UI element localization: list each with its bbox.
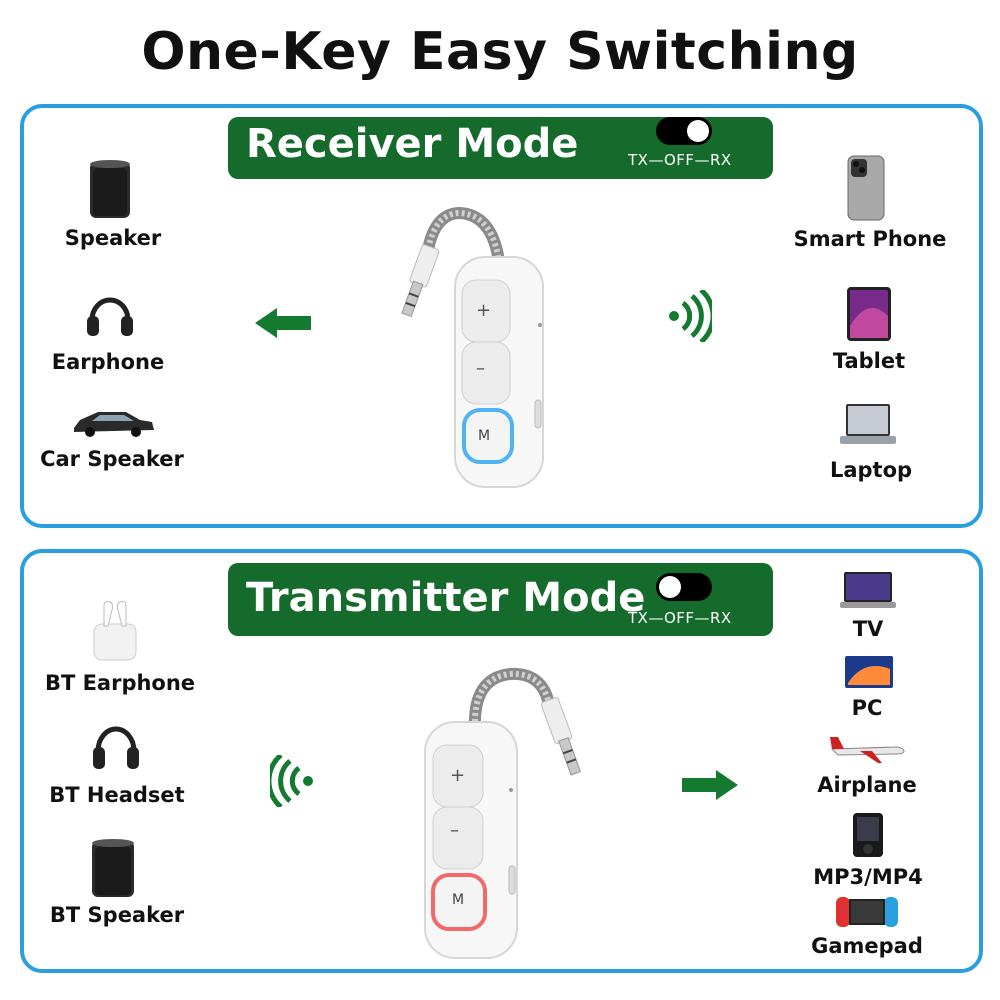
pc-label: PC — [851, 696, 883, 720]
bt-headset-label: BT Headset — [49, 783, 185, 807]
page-title: One-Key Easy Switching — [141, 22, 859, 82]
speaker-icon — [90, 160, 130, 218]
switch-label: TX—OFF—RX — [628, 609, 732, 627]
switch-label: TX—OFF—RX — [628, 151, 732, 169]
smartphone-icon — [847, 155, 885, 221]
airplane-icon — [830, 737, 905, 763]
volume-up-button: + — [450, 765, 466, 786]
car-icon — [74, 412, 154, 437]
adapter-device-receiver — [401, 206, 544, 488]
game-console-icon — [836, 897, 898, 927]
headphones-icon — [87, 297, 133, 336]
speaker-label: Speaker — [64, 226, 162, 250]
volume-down-button: – — [476, 358, 485, 379]
mode-button: M — [478, 428, 491, 444]
car-speaker-label: Car Speaker — [40, 447, 184, 471]
volume-down-button: – — [450, 820, 459, 841]
earphone-label: Earphone — [51, 350, 165, 374]
earbuds-icon — [93, 601, 137, 661]
gamepad-label: Gamepad — [811, 934, 923, 958]
laptop-label: Laptop — [829, 458, 913, 482]
wireless-signal-icon — [669, 290, 712, 342]
bt-earphone-label: BT Earphone — [44, 671, 196, 695]
wireless-signal-icon — [270, 755, 313, 807]
mp3-mp4-label: MP3/MP4 — [813, 865, 923, 889]
tablet-label: Tablet — [832, 349, 906, 373]
smart-phone-label: Smart Phone — [793, 227, 947, 251]
transmitter-mode-title: Transmitter Mode — [246, 575, 646, 621]
bt-speaker-label: BT Speaker — [49, 903, 185, 927]
tablet-icon — [847, 287, 891, 341]
mp3-player-icon — [853, 813, 883, 857]
mode-switch-icon — [656, 573, 712, 601]
transmitter-mode-banner: Transmitter Mode TX—OFF—RX — [228, 563, 773, 636]
adapter-device-transmitter — [424, 667, 582, 959]
airplane-label: Airplane — [817, 773, 917, 797]
tv-label: TV — [852, 617, 884, 641]
speaker-icon — [92, 839, 134, 897]
volume-up-button: + — [476, 300, 492, 321]
arrow-icon — [255, 308, 311, 338]
laptop-icon — [840, 404, 896, 444]
mode-switch-icon — [656, 117, 712, 145]
arrow-icon — [682, 770, 738, 800]
receiver-mode-banner: Receiver Mode TX—OFF—RX — [228, 117, 773, 179]
pc-icon — [845, 656, 893, 688]
tv-icon — [840, 572, 896, 608]
headphones-icon — [93, 726, 139, 769]
receiver-mode-title: Receiver Mode — [246, 121, 579, 167]
mode-button: M — [452, 892, 465, 908]
